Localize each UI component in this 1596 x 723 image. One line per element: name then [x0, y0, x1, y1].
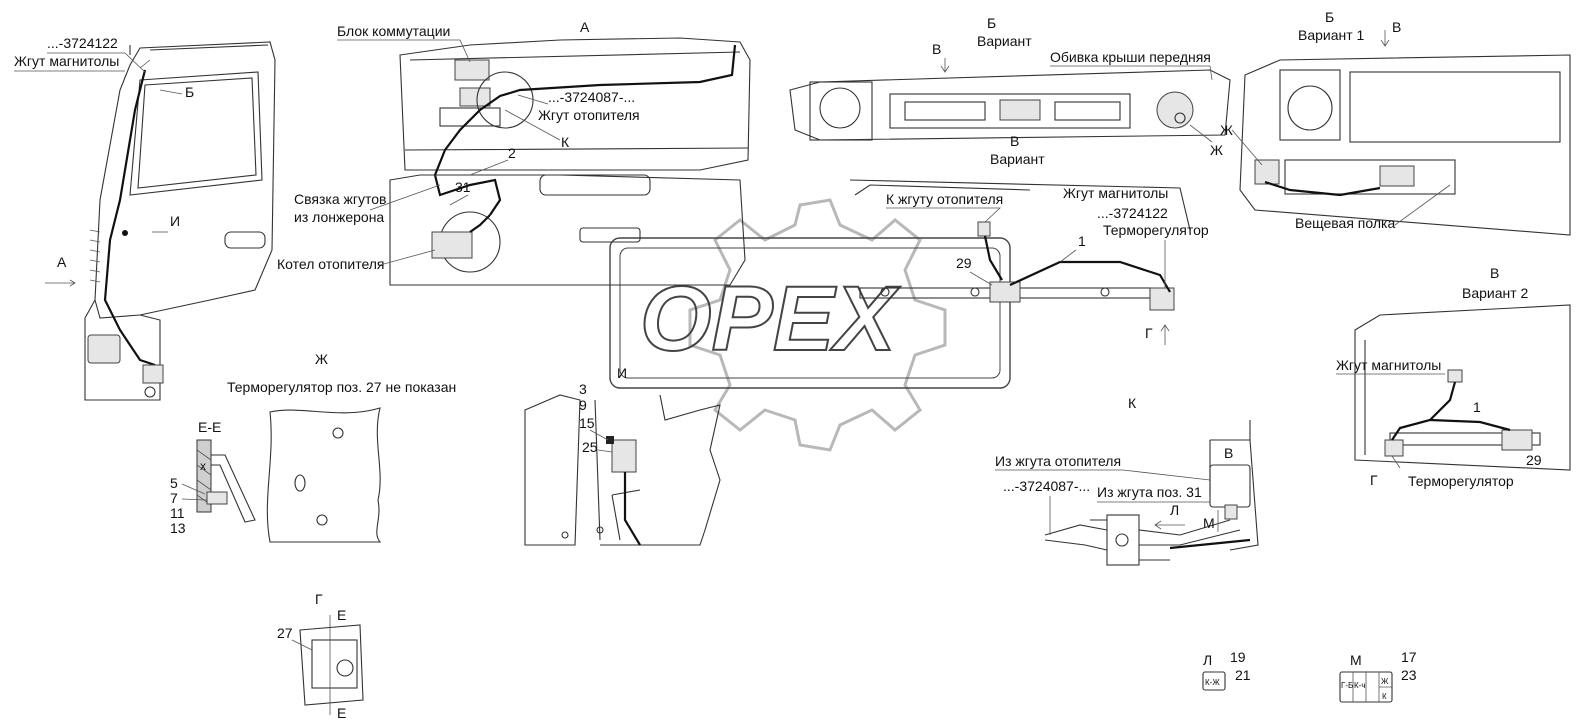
view-b1-variant: Вариант 1: [1298, 27, 1365, 43]
view-m-pinout: М Г-Б К-ч Ж К 17 23: [1339, 649, 1417, 703]
view-v-to-heater: К жгуту отопителя: [886, 191, 1003, 207]
cab-harness-label: Жгут магнитолы: [14, 53, 119, 69]
section-ee-title: Е-Е: [198, 419, 221, 435]
cab-mark-a: А: [57, 254, 67, 270]
view-g-pos-27: 27: [277, 625, 293, 641]
view-l-pinout: Л К-Ж 19 21: [1202, 649, 1251, 691]
view-l-title: Л: [1203, 652, 1212, 668]
cab-mark-b: Б: [185, 84, 194, 100]
view-a-pos-2: 2: [508, 145, 516, 161]
view-i-pos-15: 15: [579, 415, 595, 431]
view-v2-radio-harness: Жгут магнитолы: [1336, 357, 1441, 373]
view-b1-shelf: Вещевая полка: [1295, 215, 1395, 231]
view-a-bundle-line1: Связка жгутов: [294, 191, 386, 207]
view-v2-thermo: Терморегулятор: [1408, 473, 1514, 489]
view-v-pos-1: 1: [1078, 233, 1086, 249]
view-m-pin-1: Г-Б: [1341, 681, 1353, 690]
view-b1-mark-zh: Ж: [1220, 122, 1233, 138]
view-v2-mark-g: Г: [1370, 472, 1378, 488]
view-v-radio-harness: Жгут магнитолы: [1063, 185, 1168, 201]
view-b-title: Б: [987, 15, 996, 31]
view-a-heater-harness: Жгут отопителя: [538, 107, 640, 123]
view-v-title: В: [1010, 133, 1019, 149]
view-g-thermoregulator: Г Е 27 Е: [277, 591, 364, 721]
view-a-mark-k: К: [561, 134, 570, 150]
view-b1-title: Б: [1325, 9, 1334, 25]
view-m-pin-4: К: [1382, 692, 1387, 701]
view-k-from-pos31: Из жгута поз. 31: [1097, 484, 1202, 500]
view-a-part-number: ...-3724087-...: [548, 89, 635, 105]
view-v-mark-g: Г: [1145, 325, 1153, 341]
view-l-pin: К-Ж: [1205, 678, 1220, 687]
view-k-from-heater: Из жгута отопителя: [995, 453, 1121, 469]
view-a-title: А: [580, 19, 590, 35]
view-g-mark-e-bottom: Е: [337, 705, 346, 718]
view-k-connector: К В Из жгута отопителя ...-3724087-... И…: [995, 395, 1259, 566]
view-m-pin-2: К-ч: [1354, 681, 1366, 690]
watermark-text: OPEX: [640, 268, 900, 370]
opex-watermark: OPEX: [609, 198, 1011, 452]
view-k-mark-m: М: [1203, 515, 1215, 531]
view-v2-variant: Вариант 2: [1462, 285, 1529, 301]
view-zh-title: Ж: [315, 351, 328, 367]
view-g-mark-e-top: Е: [337, 607, 346, 623]
view-m-title: М: [1350, 652, 1362, 668]
view-b-arrow-v: В: [932, 41, 941, 57]
view-b-mark-zh: Ж: [1210, 142, 1223, 158]
section-ee-pos-5: 5: [170, 475, 178, 491]
section-ee-pos-7: 7: [170, 490, 178, 506]
view-i-pos-3: 3: [579, 381, 587, 397]
view-g-title: Г: [315, 591, 323, 607]
view-a-heater-boiler: Котел отопителя: [277, 256, 385, 272]
view-i-mount: И 3 9 15 25: [524, 365, 721, 546]
view-k-mark-v: В: [1224, 445, 1233, 461]
view-b1-arrow-v: В: [1392, 19, 1401, 35]
view-v2-pos-29: 29: [1526, 452, 1542, 468]
cab-part-number: ...-3724122: [47, 35, 118, 51]
view-b-variant: Вариант: [977, 33, 1032, 49]
view-b-roof-lining: Обивка крыши передняя: [1050, 49, 1211, 65]
view-k-title: К: [1128, 395, 1137, 411]
view-v-pos-29: 29: [956, 255, 972, 271]
section-ee-x: x: [200, 459, 206, 473]
view-l-pos-19: 19: [1230, 649, 1246, 665]
view-a-dashboard: А Блок коммутации ...-3724087-... Жгут о…: [277, 19, 751, 286]
view-a-switch-block: Блок коммутации: [337, 23, 450, 39]
section-ee-pos-11: 11: [170, 505, 185, 521]
view-zh-note: Терморегулятор поз. 27 не показан: [227, 379, 456, 395]
view-v-variant: В Вариант К жгуту отопителя Жгут магнито…: [849, 133, 1209, 345]
view-l-pos-21: 21: [1235, 667, 1251, 683]
view-a-pos-31: 31: [455, 179, 471, 195]
cab-side-view: ...-3724122 Жгут магнитолы Б И А: [14, 35, 276, 401]
section-e-e: Е-Е x 5 7 11 13: [170, 419, 256, 536]
view-v-variant: Вариант: [990, 151, 1045, 167]
view-v-thermo: Терморегулятор: [1103, 222, 1209, 238]
view-zh-panel: Ж Терморегулятор поз. 27 не показан: [227, 351, 456, 543]
view-b-variant-1: Б Вариант 1 В Ж Вещевая полка: [1220, 9, 1571, 236]
view-a-bundle-line2: из лонжерона: [294, 209, 384, 225]
view-k-mark-l: Л: [1170, 502, 1179, 518]
view-b-roof-variant: Б Вариант В Обивка крыши передняя Ж: [789, 15, 1231, 158]
view-v-part-number: ...-3724122: [1097, 205, 1168, 221]
cab-mark-i: И: [170, 213, 180, 229]
view-v-variant-2: В Вариант 2 Жгут магнитолы 1 29 Г Термор…: [1336, 265, 1571, 489]
view-i-title: И: [617, 365, 627, 381]
view-v2-title: В: [1490, 265, 1499, 281]
view-k-part-number: ...-3724087-...: [1003, 478, 1090, 494]
view-i-pos-25: 25: [582, 439, 598, 455]
view-m-pin-3: Ж: [1381, 677, 1389, 686]
view-v2-pos-1: 1: [1473, 399, 1481, 415]
view-m-pos-23: 23: [1401, 667, 1417, 683]
section-ee-pos-13: 13: [170, 520, 186, 536]
view-i-pos-9: 9: [579, 397, 587, 413]
view-m-pos-17: 17: [1401, 649, 1417, 665]
